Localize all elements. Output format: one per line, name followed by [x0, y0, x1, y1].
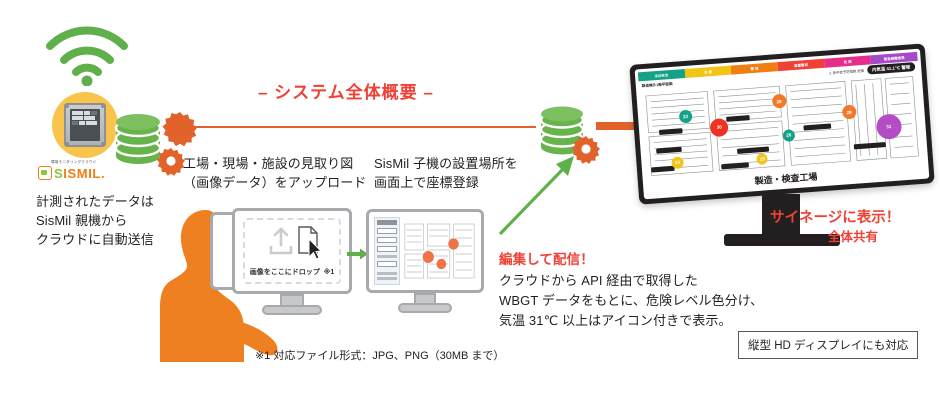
wbgt-marker[interactable]: 26 [782, 128, 796, 142]
distribute-body: クラウドから API 経由で取得した WBGT データをもとに、危険レベル色分け… [499, 273, 764, 328]
file-format-footnote: ※1 対応ファイル形式：JPG、PNG（30MB まで） [255, 350, 505, 362]
flow-arrow-pc1-to-pc2 [347, 247, 369, 265]
signage-title: サイネージに表示！ [770, 210, 901, 226]
sensor-device-icon [52, 92, 118, 158]
cloud-database-group [535, 103, 607, 174]
distribute-title: 編集して配信！ [499, 252, 594, 267]
signage-subtitle: 全体共有 [828, 230, 879, 244]
monitor-bezel: ほぼ安全 注 意 警 戒 厳重警戒 危 険 緊急避難推奨 製造棟Ｂ1階平面図 ⚠… [629, 43, 935, 205]
register-pc-floorplan[interactable] [403, 220, 476, 282]
floorplan-label: 製造棟Ｂ1階平面図 [641, 81, 673, 89]
sismil-logo-tagline: 環境モニタリングクラウド [51, 160, 97, 164]
step-upload-text: 工場・現場・施設の見取り図 （画像データ）をアップロード [183, 156, 367, 190]
register-pc-sidebar[interactable] [374, 217, 400, 285]
api-gear-icon [162, 112, 198, 147]
database-cylinder-icon [114, 114, 162, 164]
settings-gear-icon [571, 136, 600, 164]
flow-arrow-main [188, 126, 536, 128]
register-pc-base [398, 303, 452, 313]
upload-arrow-icon [269, 227, 293, 255]
upload-pc-mockup: 画像をここにドロップ ※1 [210, 208, 352, 315]
settings-gear-icon [156, 148, 185, 176]
sismil-logo-text: SISMIL. [54, 166, 106, 181]
monitor-floorplan[interactable]: 23 30 28 26 29 31 24 25 [641, 72, 923, 180]
register-pc-mockup [366, 209, 484, 313]
upload-pc-screen[interactable]: 画像をここにドロップ ※1 [232, 208, 352, 294]
dropzone-label: 画像をここにドロップ ※1 [249, 269, 335, 276]
heatstroke-warning-text: ⚠ 熱中症予防指数 危険 [828, 68, 865, 76]
left-caption: 計測されたデータは SisMil 親機から クラウドに自動送信 [36, 194, 154, 247]
dropzone[interactable]: 画像をここにドロップ ※1 [243, 218, 341, 284]
flow-arrow-pc2-to-cloud [498, 152, 580, 241]
sismil-logo: 環境モニタリングクラウド SISMIL. [38, 160, 134, 180]
monitor-stand-neck [762, 194, 800, 236]
wifi-icon [44, 24, 130, 91]
monitor-stand-base [724, 234, 840, 246]
signage-monitor: ほぼ安全 注 意 警 戒 厳重警戒 危 険 緊急避難推奨 製造棟Ｂ1階平面図 ⚠… [629, 43, 935, 246]
display-support-note: 縦型 HD ディスプレイにも対応 [738, 331, 919, 359]
register-pc-screen[interactable] [366, 209, 484, 293]
api-database-group [112, 108, 204, 185]
step-register-text: SisMil 子機の設置場所を 画面上で座標登録 [374, 156, 518, 190]
sismil-logo-mark [38, 166, 52, 180]
upload-pc-base [262, 305, 322, 315]
cursor-icon [308, 237, 321, 260]
page-title: – システム全体概要 – [258, 83, 434, 102]
monitor-screen[interactable]: ほぼ安全 注 意 警 戒 厳重警戒 危 険 緊急避難推奨 製造棟Ｂ1階平面図 ⚠… [634, 48, 930, 200]
